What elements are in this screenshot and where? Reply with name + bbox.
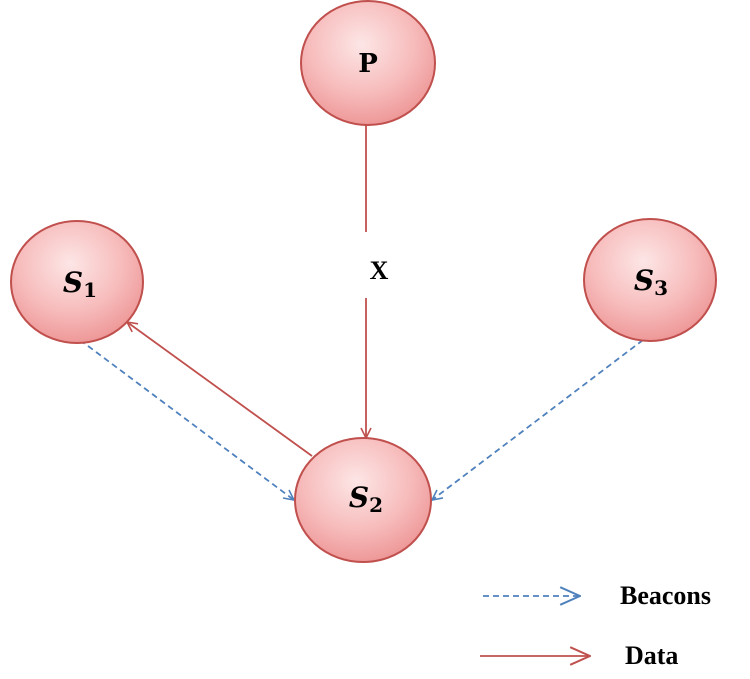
node-s3-subscript: 3: [654, 276, 668, 300]
node-p-label: P: [358, 49, 378, 79]
beacon-arrow-s3-to-s2: [432, 339, 644, 500]
legend-beacons-label: Beacons: [620, 581, 711, 610]
node-s3-label: S: [634, 264, 654, 297]
blocked-link-label: X: [370, 256, 389, 285]
legend: Beacons Data: [480, 581, 711, 670]
node-s2: S2: [294, 437, 432, 563]
legend-data-label: Data: [625, 641, 678, 670]
svg-text:S2: S2: [349, 481, 383, 517]
node-s2-subscript: 2: [369, 493, 383, 517]
node-s1-subscript: 1: [83, 278, 97, 302]
beacon-arrow-s1-to-s2: [79, 339, 294, 500]
node-s1-label: S: [63, 266, 83, 299]
data-arrow-s2-to-s1: [127, 322, 313, 457]
node-s3: S3: [583, 218, 717, 342]
svg-text:S1: S1: [63, 266, 97, 302]
node-s1: S1: [10, 220, 144, 344]
svg-text:S3: S3: [634, 264, 668, 300]
node-p: P: [300, 0, 436, 126]
node-s2-label: S: [349, 481, 369, 514]
